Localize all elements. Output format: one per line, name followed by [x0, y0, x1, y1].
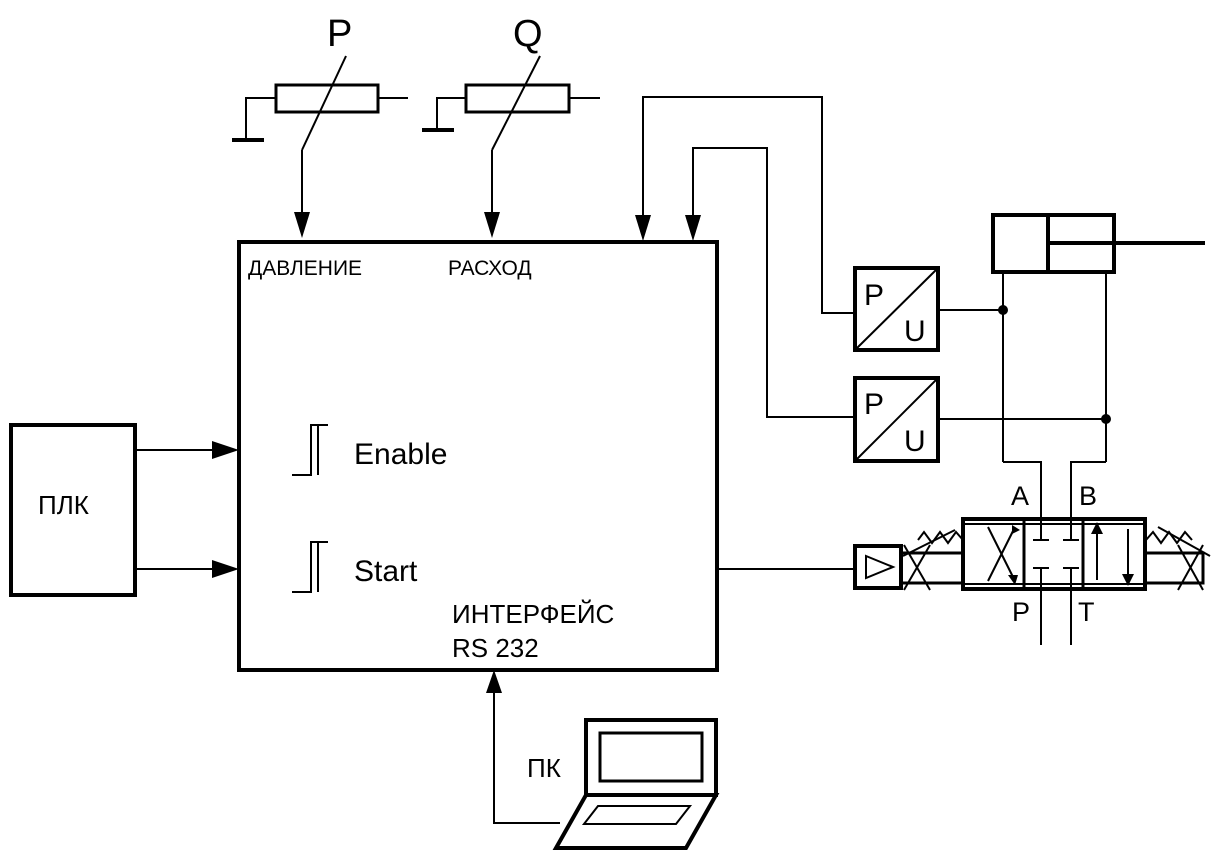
- start-step-icon: [292, 541, 328, 593]
- controller-block: ДАВЛЕНИЕ РАСХОД Enable Start ИНТЕРФЕЙС R…: [237, 240, 719, 672]
- proportional-valve: A B P T: [853, 481, 1211, 627]
- port-t-label: T: [1078, 597, 1095, 627]
- transducer-lower-bottom-label: U: [904, 425, 926, 458]
- flow-potentiometer: Q: [422, 13, 600, 238]
- plc-block: ПЛК: [9, 423, 239, 597]
- flow-input-label: РАСХОД: [448, 257, 532, 280]
- enable-step-icon: [292, 424, 328, 476]
- enable-signal-label: Enable: [354, 438, 447, 471]
- hydraulic-cylinder: [991, 213, 1205, 274]
- transducer-upper: P U: [853, 266, 940, 352]
- transducer-lower: P U: [853, 376, 940, 463]
- interface-label: ИНТЕРФЕЙС: [452, 599, 614, 629]
- flow-symbol: Q: [513, 13, 543, 55]
- plc-label: ПЛК: [38, 490, 89, 520]
- pc-label: ПК: [527, 753, 561, 783]
- port-p-label: P: [1012, 597, 1030, 627]
- port-a-label: A: [1011, 481, 1029, 511]
- hydraulic-lines: [938, 272, 1111, 645]
- pressure-symbol: P: [327, 13, 352, 55]
- transducer-upper-bottom-label: U: [904, 315, 926, 348]
- transducer-upper-top-label: P: [864, 279, 884, 312]
- start-signal-label: Start: [354, 555, 418, 588]
- pressure-input-label: ДАВЛЕНИЕ: [248, 257, 362, 280]
- interface-protocol-label: RS 232: [452, 633, 539, 663]
- pressure-potentiometer: P: [232, 13, 408, 238]
- transducer-lower-top-label: P: [864, 388, 884, 421]
- feedback-wiring: [635, 96, 855, 418]
- pc-laptop: ПК: [486, 670, 720, 850]
- port-b-label: B: [1079, 481, 1097, 511]
